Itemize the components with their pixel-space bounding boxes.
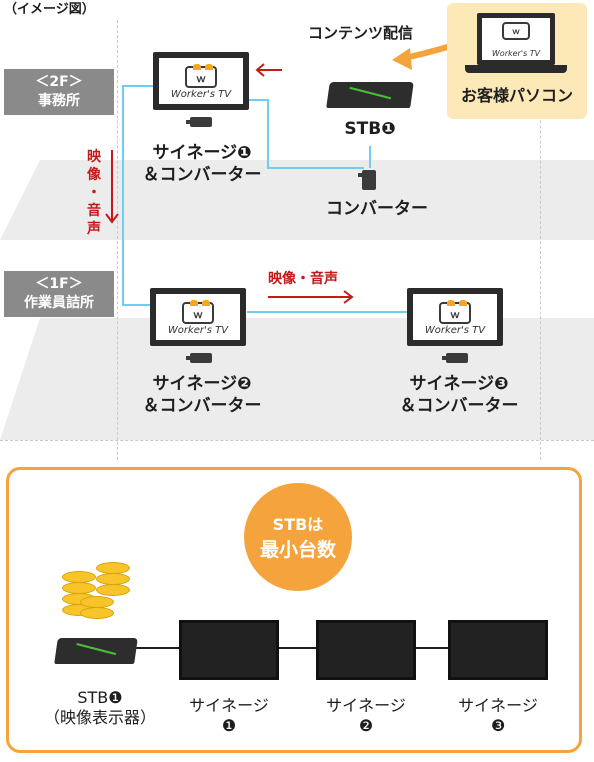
customer-pc-area: ｗ Worker's TV お客様パソコン xyxy=(447,3,587,119)
signage-tv-3: ｗ Worker's TV xyxy=(407,288,503,346)
floor-planes xyxy=(0,37,594,440)
signage-monitor-2 xyxy=(316,620,416,680)
signage-monitor-1 xyxy=(179,620,279,680)
floor-plane-1f xyxy=(0,318,594,440)
video-audio-horizontal-label: 映像・音声 xyxy=(268,271,338,287)
stb-top-label: STB❶ xyxy=(344,119,396,139)
signage-monitor-3 xyxy=(448,620,548,680)
signage-tv-2: ｗ Worker's TV xyxy=(150,288,246,346)
floor-label-2f: ＜2F＞事務所 xyxy=(4,69,114,115)
cable-tv1-to-converter xyxy=(248,99,364,169)
floor-label-1f: ＜1F＞作業員詰所 xyxy=(4,271,114,317)
arrow-tv2-to-tv3 xyxy=(343,290,354,304)
cable-tv1-to-tv2 xyxy=(122,85,153,306)
stb-bottom-label: STB❶ （映像表示器） xyxy=(43,688,156,727)
converter-icon xyxy=(442,353,468,363)
content-delivery-label: コンテンツ配信 xyxy=(308,24,414,42)
converter-device-icon xyxy=(358,170,376,190)
laptop-screen: ｗ Worker's TV xyxy=(477,13,555,65)
converter-label: コンバーター xyxy=(326,199,428,219)
arrow-stb-to-tv1 xyxy=(255,63,265,77)
signage1-label: サイネージ❶＆コンバーター xyxy=(142,143,262,185)
laptop-base xyxy=(465,65,567,73)
connection-line xyxy=(126,647,466,649)
signage-tv-1: ｗ Worker's TV xyxy=(153,52,249,110)
floor-plane-2f xyxy=(0,160,594,240)
stb-device-icon xyxy=(326,82,414,108)
stb-minimum-badge: STBは 最小台数 xyxy=(244,483,352,591)
stb-device-icon-bottom xyxy=(54,638,138,664)
signage2-label: サイネージ❷＆コンバーター xyxy=(142,374,262,416)
customer-pc-label: お客様パソコン xyxy=(460,86,573,105)
converter-icon xyxy=(186,117,212,127)
diagram-caption: （イメージ図） xyxy=(4,2,95,17)
summary-panel xyxy=(6,467,582,753)
arrow-down-2f-to-1f xyxy=(105,213,119,224)
signage3-label: サイネージ❸＆コンバーター xyxy=(399,374,519,416)
video-audio-vertical-label: 映像 ・ 音声 xyxy=(87,149,101,237)
converter-icon xyxy=(186,353,212,363)
